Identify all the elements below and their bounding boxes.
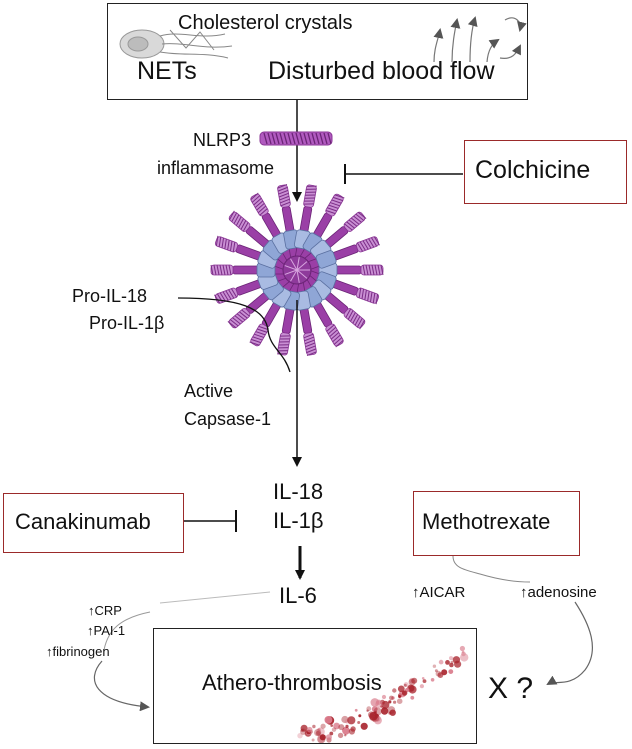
nlrp3-label: NLRP3 [193, 130, 252, 150]
inflammasome-illustration [210, 183, 384, 357]
adenosine-label: ↑adenosine [520, 584, 597, 601]
il6-label: IL-6 [279, 583, 317, 608]
athero-thrombosis-label: Athero-thrombosis [202, 670, 382, 695]
thrombus-splatter-illustration [297, 645, 469, 744]
inflammasome-spoke [228, 210, 294, 268]
neutrophil-net-illustration [119, 29, 233, 59]
inflammasome-spoke [303, 236, 380, 271]
aicar-label: ↑AICAR [412, 584, 466, 601]
adenosine-connector [546, 601, 594, 685]
active-label: Active [184, 381, 234, 401]
il6-markers-connector [103, 611, 151, 651]
inflammasome-spoke [249, 275, 297, 347]
il18-label: IL-18 [273, 479, 324, 504]
methotrexate-connector [452, 555, 531, 583]
il6-branch-line [159, 591, 271, 604]
nets-label: NETs [137, 57, 197, 85]
methotrexate-label: Methotrexate [422, 509, 551, 534]
inflammasome-spoke [300, 272, 366, 330]
methotrexate-box [413, 491, 580, 556]
cholesterol-crystals-label: Cholesterol crystals [178, 12, 353, 34]
inflammasome-spoke [294, 277, 317, 357]
canakinumab-box [3, 493, 184, 553]
pro-il18-label: Pro-IL-18 [72, 286, 148, 306]
colchicine-box [464, 140, 627, 204]
fibrinogen-label: ↑fibrinogen [46, 644, 110, 659]
nlrp3-coil-icon [259, 131, 333, 146]
uncertain-effect-label: X ? [488, 672, 534, 705]
canakinumab-label: Canakinumab [15, 509, 151, 534]
inflammasome-spoke [227, 272, 294, 329]
inflammasome-spoke [297, 193, 345, 265]
triggers-box [107, 3, 528, 100]
inflammasome-label: inflammasome [157, 158, 275, 178]
inflammasome-spoke [277, 277, 300, 356]
il1b-label: IL-1β [273, 508, 324, 533]
markers-connector [93, 660, 150, 712]
flow-arrows-illustration [433, 16, 527, 63]
inflammasome-spoke [300, 211, 367, 268]
athero-thrombosis-box [153, 628, 477, 744]
disturbed-blood-flow-label: Disturbed blood flow [268, 57, 495, 85]
pro-cytokine-connector [177, 297, 291, 373]
pro-il1b-label: Pro-IL-1β [89, 313, 165, 333]
pai1-label: ↑PAI-1 [87, 623, 126, 638]
colchicine-label: Colchicine [475, 156, 591, 184]
crp-label: ↑CRP [88, 603, 122, 618]
caspase-label: Capsase-1 [184, 409, 272, 429]
